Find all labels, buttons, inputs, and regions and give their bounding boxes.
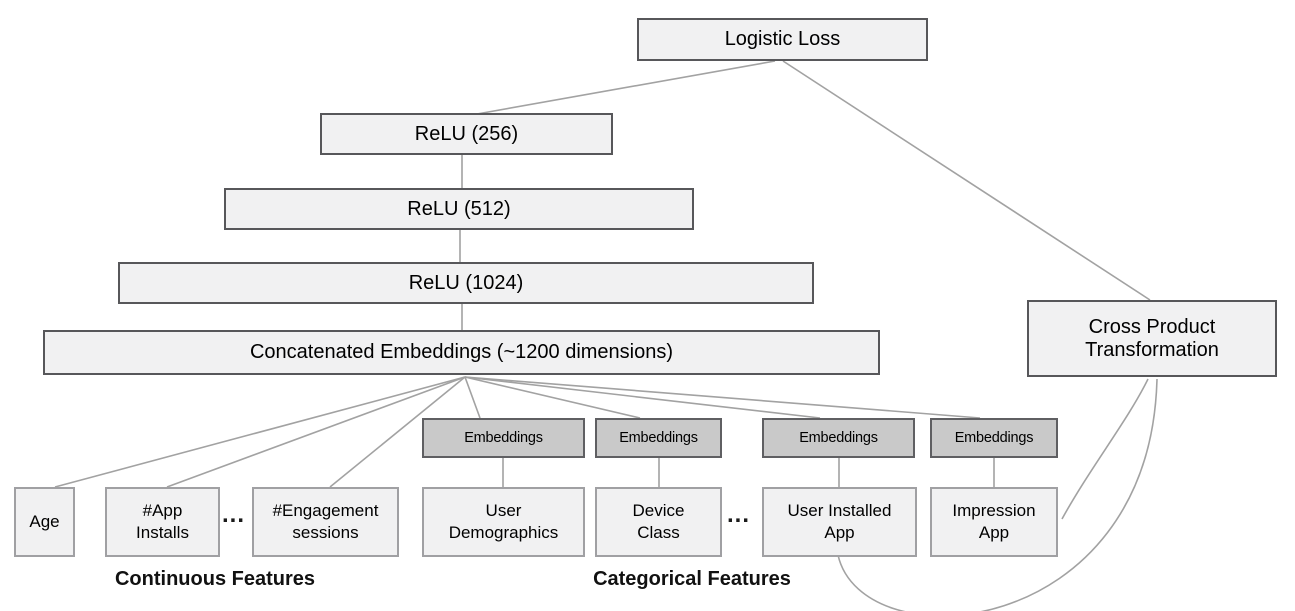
cross-product-line1: Cross Product bbox=[1088, 315, 1216, 338]
continuous-features-label: Continuous Features bbox=[114, 568, 315, 590]
impression-app-box: Impression App bbox=[930, 487, 1058, 557]
edge-concat-embeddings1 bbox=[464, 376, 481, 419]
engagement-sessions-box: #Engagement sessions bbox=[252, 487, 399, 557]
impression-app-line2: App bbox=[978, 523, 1010, 542]
embeddings-box-impression-app: Embeddings bbox=[930, 418, 1058, 458]
embeddings-label: Embeddings bbox=[619, 430, 698, 446]
relu-256-label: ReLU (256) bbox=[414, 122, 519, 145]
edge-concat-embeddings3 bbox=[464, 376, 821, 419]
relu-1024-label: ReLU (1024) bbox=[408, 271, 524, 294]
categorical-features-label: Categorical Features bbox=[593, 568, 791, 590]
device-class-line2: Class bbox=[637, 523, 680, 542]
app-installs-line2: Installs bbox=[136, 523, 189, 542]
user-demographics-line1: User bbox=[485, 501, 522, 521]
embeddings-box-user-installed-app: Embeddings bbox=[762, 418, 915, 458]
relu-512-box: ReLU (512) bbox=[224, 188, 694, 230]
embeddings-box-device-class: Embeddings bbox=[595, 418, 722, 458]
edge-concat-app-installs bbox=[166, 376, 466, 488]
device-class-line1: Device bbox=[632, 501, 685, 521]
logistic-loss-box: Logistic Loss bbox=[637, 18, 928, 61]
age-box: Age bbox=[14, 487, 75, 557]
embeddings-label: Embeddings bbox=[799, 430, 878, 446]
engagement-line2: sessions bbox=[292, 523, 359, 542]
edge-user-installed-app-to-cross-product bbox=[837, 378, 1158, 611]
relu-512-label: ReLU (512) bbox=[407, 197, 511, 220]
categorical-ellipsis: ... bbox=[727, 501, 751, 528]
embeddings-box-user-demographics: Embeddings bbox=[422, 418, 585, 458]
edge-logistic-to-relu256 bbox=[476, 60, 776, 115]
cross-product-transformation-box: Cross Product Transformation bbox=[1027, 300, 1277, 377]
app-installs-box: #App Installs bbox=[105, 487, 220, 557]
concatenated-embeddings-label: Concatenated Embeddings (~1200 dimension… bbox=[249, 341, 674, 363]
edge-concat-embeddings4 bbox=[464, 376, 981, 419]
cross-product-line2: Transformation bbox=[1085, 338, 1219, 361]
user-installed-app-box: User Installed App bbox=[762, 487, 917, 557]
embeddings-label: Embeddings bbox=[464, 430, 543, 446]
impression-app-line1: Impression bbox=[952, 501, 1036, 521]
user-demographics-box: User Demographics bbox=[422, 487, 585, 557]
user-installed-app-line1: User Installed bbox=[787, 501, 892, 521]
edge-logistic-to-cross-product bbox=[782, 60, 1151, 301]
edge-concat-embeddings2 bbox=[464, 376, 641, 419]
relu-1024-box: ReLU (1024) bbox=[118, 262, 814, 304]
edge-concat-age bbox=[54, 376, 466, 488]
app-installs-line1: #App bbox=[142, 501, 183, 521]
device-class-box: Device Class bbox=[595, 487, 722, 557]
relu-256-box: ReLU (256) bbox=[320, 113, 613, 155]
logistic-loss-label: Logistic Loss bbox=[724, 28, 841, 50]
embeddings-label: Embeddings bbox=[954, 430, 1034, 446]
user-demographics-line2: Demographics bbox=[448, 523, 559, 542]
engagement-line1: #Engagement bbox=[272, 501, 379, 521]
concatenated-embeddings-box: Concatenated Embeddings (~1200 dimension… bbox=[43, 330, 880, 375]
user-installed-app-line2: App bbox=[824, 523, 855, 542]
age-label: Age bbox=[29, 512, 60, 532]
edge-concat-engagement bbox=[329, 376, 466, 488]
continuous-ellipsis: ... bbox=[222, 501, 246, 528]
edge-impression-app-to-cross-product bbox=[1061, 378, 1149, 520]
